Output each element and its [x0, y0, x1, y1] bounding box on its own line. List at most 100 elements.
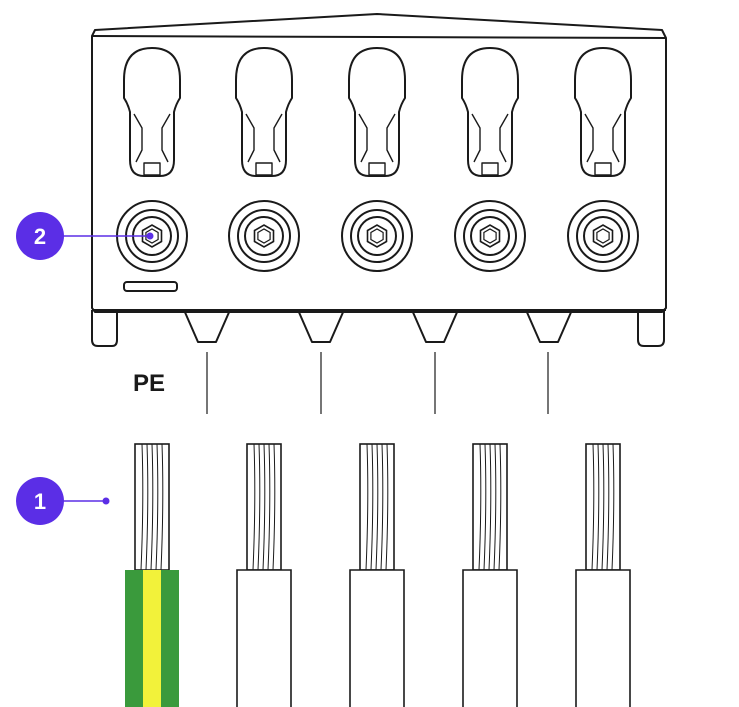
- screw-inner-ring: [463, 209, 517, 263]
- screw-terminal: [341, 200, 413, 272]
- terminal-block: [91, 13, 667, 347]
- slot-tab: [255, 162, 273, 176]
- wire-entry-slot: [235, 47, 293, 177]
- strand-line: [262, 443, 266, 571]
- strand-line: [498, 443, 502, 571]
- strand-line: [483, 443, 487, 571]
- hex-socket-icon: [141, 224, 163, 248]
- slot-tab: [368, 162, 386, 176]
- pe-insulation-yellow-stripe: [143, 570, 161, 707]
- hex-socket-icon: [253, 224, 275, 248]
- slot-jaw-left: [471, 113, 481, 163]
- strand-line: [380, 443, 384, 571]
- strand-line: [145, 443, 149, 571]
- wire-entry-slot: [461, 47, 519, 177]
- wire: [575, 443, 631, 707]
- strand-line: [488, 443, 492, 571]
- strand-line: [160, 443, 164, 571]
- pe-label: PE: [133, 370, 165, 397]
- hex-socket-inner: [370, 228, 384, 244]
- screw-terminal: [228, 200, 300, 272]
- wire-entry-slot: [348, 47, 406, 177]
- slot-outline: [123, 47, 181, 177]
- callout-1: 1: [16, 477, 110, 525]
- slot-tab: [143, 162, 161, 176]
- terminal-divider-foot: [411, 309, 459, 343]
- screw-inner-ring: [350, 209, 404, 263]
- hex-socket-inner: [596, 228, 610, 244]
- slot-jaw-left: [245, 113, 255, 163]
- strand-line: [252, 443, 256, 571]
- slot-jaw-left: [584, 113, 594, 163]
- wire-insulation: [575, 569, 631, 707]
- strand-line: [611, 443, 615, 571]
- strand-line: [155, 443, 159, 571]
- wire-insulation: [462, 569, 518, 707]
- slot-jaw-right: [386, 113, 396, 163]
- pe-wire: [125, 443, 179, 707]
- callout-1-number: 1: [34, 489, 46, 514]
- wire-entry-slot: [574, 47, 632, 177]
- slot-outline: [348, 47, 406, 177]
- callout-1-dot: [102, 497, 110, 505]
- hex-socket-inner: [483, 228, 497, 244]
- wire: [236, 443, 292, 707]
- strand-line: [365, 443, 369, 571]
- screw-outer-ring: [228, 200, 300, 272]
- wire-entry-slot: [123, 47, 181, 177]
- screw-head: [244, 216, 284, 256]
- strand-line: [596, 443, 600, 571]
- terminal-foot-right: [637, 310, 665, 347]
- strand-line: [370, 443, 374, 571]
- strand-line: [606, 443, 610, 571]
- screw-head: [470, 216, 510, 256]
- slot-tab: [594, 162, 612, 176]
- screw-outer-ring: [454, 200, 526, 272]
- strand-line: [140, 443, 144, 571]
- pe-marker-bar: [123, 281, 178, 292]
- screw-head: [583, 216, 623, 256]
- callout-1-badge: [16, 477, 64, 525]
- wire: [349, 443, 405, 707]
- divider-guide-lines: [206, 352, 549, 414]
- hex-socket-icon: [592, 224, 614, 248]
- strand-line: [267, 443, 271, 571]
- strand-line: [257, 443, 261, 571]
- callout-2-dot: [146, 232, 154, 240]
- slot-jaw-right: [161, 113, 171, 163]
- slot-jaw-left: [133, 113, 143, 163]
- screw-inner-ring: [576, 209, 630, 263]
- wire-insulation: [236, 569, 292, 707]
- callout-2-number: 2: [34, 224, 46, 249]
- strand-line: [375, 443, 379, 571]
- screw-head: [357, 216, 397, 256]
- strand-line: [150, 443, 154, 571]
- strand-line: [591, 443, 595, 571]
- terminal-divider-foot: [183, 309, 231, 343]
- strand-line: [272, 443, 276, 571]
- hex-socket-inner: [145, 228, 159, 244]
- hex-socket-icon: [366, 224, 388, 248]
- screw-terminal: [454, 200, 526, 272]
- hex-socket-icon: [479, 224, 501, 248]
- screw-outer-ring: [341, 200, 413, 272]
- callout-2: 2: [16, 212, 154, 260]
- strand-line: [601, 443, 605, 571]
- strand-line: [385, 443, 389, 571]
- callout-2-badge: [16, 212, 64, 260]
- screw-outer-ring: [567, 200, 639, 272]
- terminal-divider-foot: [297, 309, 345, 343]
- strand-line: [493, 443, 497, 571]
- slot-jaw-right: [499, 113, 509, 163]
- slot-jaw-left: [358, 113, 368, 163]
- terminal-foot-left: [91, 310, 118, 347]
- slot-outline: [461, 47, 519, 177]
- slot-outline: [574, 47, 632, 177]
- wires: [125, 443, 631, 707]
- wire: [462, 443, 518, 707]
- slot-tab: [481, 162, 499, 176]
- terminal-divider-foot: [525, 309, 573, 343]
- strand-line: [478, 443, 482, 571]
- hex-socket-inner: [257, 228, 271, 244]
